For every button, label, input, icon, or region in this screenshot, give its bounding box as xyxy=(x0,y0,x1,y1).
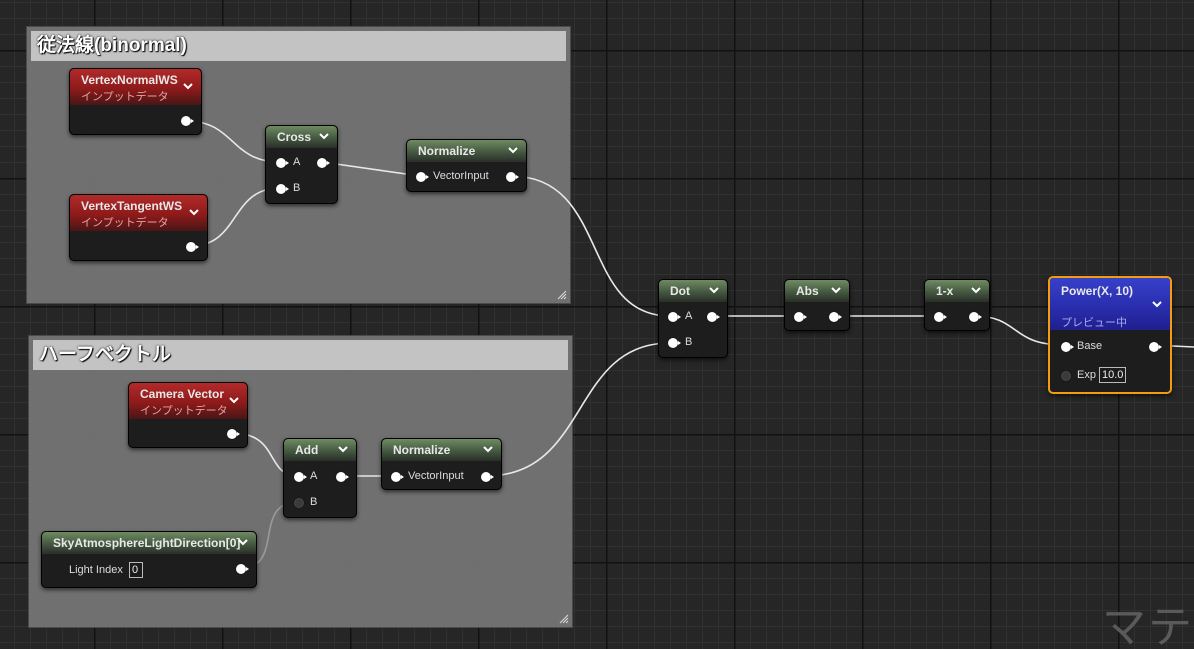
resize-handle-icon[interactable] xyxy=(557,290,567,300)
output-pin[interactable] xyxy=(181,116,194,126)
node-title: Power(X, 10) xyxy=(1061,284,1134,298)
node-subtitle: インプットデータ xyxy=(81,91,169,103)
chevron-down-icon[interactable] xyxy=(189,208,199,216)
input-pin[interactable] xyxy=(416,172,429,182)
chevron-down-icon[interactable] xyxy=(831,286,841,294)
pin-label: VectorInput xyxy=(408,470,464,482)
node-subtitle: インプットデータ xyxy=(140,405,228,417)
output-pin[interactable] xyxy=(481,472,494,482)
node-title: Camera Vector xyxy=(140,387,225,401)
node-title: VertexNormalWS xyxy=(81,73,178,87)
node-header[interactable]: 1-x xyxy=(925,280,989,302)
pin-label: Base xyxy=(1077,340,1103,352)
node-header[interactable]: SkyAtmosphereLightDirection[0] xyxy=(42,532,256,554)
output-pin[interactable] xyxy=(227,429,240,439)
chevron-down-icon[interactable] xyxy=(508,146,518,154)
node-vertex-tangent-ws[interactable]: VertexTangentWS インプットデータ xyxy=(69,194,208,261)
node-header[interactable]: Dot xyxy=(659,280,727,302)
node-title: Dot xyxy=(670,284,690,298)
comment-title[interactable]: 従法線(binormal) xyxy=(31,31,566,61)
chevron-down-icon[interactable] xyxy=(238,538,248,546)
input-pin-b[interactable] xyxy=(294,498,304,508)
output-pin[interactable] xyxy=(506,172,519,182)
node-title: 1-x xyxy=(936,284,954,298)
chevron-down-icon[interactable] xyxy=(183,82,193,90)
input-pin[interactable] xyxy=(391,472,404,482)
field-label: Light Index xyxy=(69,564,123,576)
node-camera-vector[interactable]: Camera Vector インプットデータ xyxy=(128,382,248,448)
pin-label: A xyxy=(293,156,301,168)
node-title: VertexTangentWS xyxy=(81,199,183,213)
node-header[interactable]: VertexTangentWS インプットデータ xyxy=(70,195,207,231)
pin-label: B xyxy=(293,182,301,194)
node-normalize[interactable]: Normalize VectorInput xyxy=(406,139,527,192)
output-pin[interactable] xyxy=(317,158,330,168)
node-header[interactable]: Normalize xyxy=(382,439,501,461)
node-normalize[interactable]: Normalize VectorInput xyxy=(381,438,502,490)
output-pin[interactable] xyxy=(336,472,349,482)
node-header[interactable]: Power(X, 10) プレビュー中 xyxy=(1050,278,1170,330)
pin-label: A xyxy=(310,470,318,482)
chevron-down-icon[interactable] xyxy=(483,445,493,453)
output-pin[interactable] xyxy=(969,312,982,322)
chevron-down-icon[interactable] xyxy=(319,132,329,140)
preview-status: プレビュー中 xyxy=(1061,317,1127,329)
resize-handle-icon[interactable] xyxy=(559,614,569,624)
input-pin-b[interactable] xyxy=(668,338,681,348)
node-title: Normalize xyxy=(393,443,451,457)
input-pin[interactable] xyxy=(934,312,947,322)
input-pin-a[interactable] xyxy=(276,158,289,168)
node-dot[interactable]: Dot A B xyxy=(658,279,728,358)
comment-title[interactable]: ハーフベクトル xyxy=(33,340,568,370)
pin-label: B xyxy=(685,336,693,348)
node-subtitle: インプットデータ xyxy=(81,217,169,229)
node-title: Abs xyxy=(796,284,819,298)
output-pin[interactable] xyxy=(236,564,249,574)
node-power[interactable]: Power(X, 10) プレビュー中 Base Exp 10.0 xyxy=(1048,276,1172,394)
pin-label: A xyxy=(685,310,693,322)
output-pin[interactable] xyxy=(829,312,842,322)
input-pin-a[interactable] xyxy=(668,312,681,322)
node-one-minus[interactable]: 1-x xyxy=(924,279,990,331)
node-header[interactable]: Add xyxy=(284,439,356,461)
chevron-down-icon[interactable] xyxy=(971,286,981,294)
node-title: SkyAtmosphereLightDirection[0] xyxy=(53,536,241,550)
light-index-field[interactable]: 0 xyxy=(129,562,143,578)
node-title: Cross xyxy=(277,130,312,144)
output-pin[interactable] xyxy=(707,312,720,322)
input-pin-b[interactable] xyxy=(276,184,289,194)
watermark: マテ xyxy=(1102,602,1194,649)
input-pin-a[interactable] xyxy=(294,472,307,482)
node-header[interactable]: Camera Vector インプットデータ xyxy=(129,383,247,419)
chevron-down-icon[interactable] xyxy=(229,396,239,404)
pin-label: B xyxy=(310,496,318,508)
node-header[interactable]: Normalize xyxy=(407,140,526,162)
input-pin[interactable] xyxy=(794,312,807,322)
node-vertex-normal-ws[interactable]: VertexNormalWS インプットデータ xyxy=(69,68,202,135)
node-title: Normalize xyxy=(418,144,476,158)
chevron-down-icon[interactable] xyxy=(709,286,719,294)
chevron-down-icon[interactable] xyxy=(338,445,348,453)
node-header[interactable]: Cross xyxy=(266,126,337,148)
input-pin-base[interactable] xyxy=(1061,342,1074,352)
output-pin[interactable] xyxy=(186,242,199,252)
node-sky-atmosphere-light-direction[interactable]: SkyAtmosphereLightDirection[0] Light Ind… xyxy=(41,531,257,588)
chevron-down-icon[interactable] xyxy=(1152,300,1162,308)
node-add[interactable]: Add A B xyxy=(283,438,357,518)
pin-label: Exp xyxy=(1077,369,1096,381)
output-pin[interactable] xyxy=(1149,342,1162,352)
input-pin-exp[interactable] xyxy=(1061,371,1071,381)
node-header[interactable]: VertexNormalWS インプットデータ xyxy=(70,69,201,105)
node-title: Add xyxy=(295,443,319,457)
pin-label: VectorInput xyxy=(433,170,489,182)
exp-value-field[interactable]: 10.0 xyxy=(1099,367,1127,383)
node-cross[interactable]: Cross A B xyxy=(265,125,338,204)
node-abs[interactable]: Abs xyxy=(784,279,850,331)
node-header[interactable]: Abs xyxy=(785,280,849,302)
